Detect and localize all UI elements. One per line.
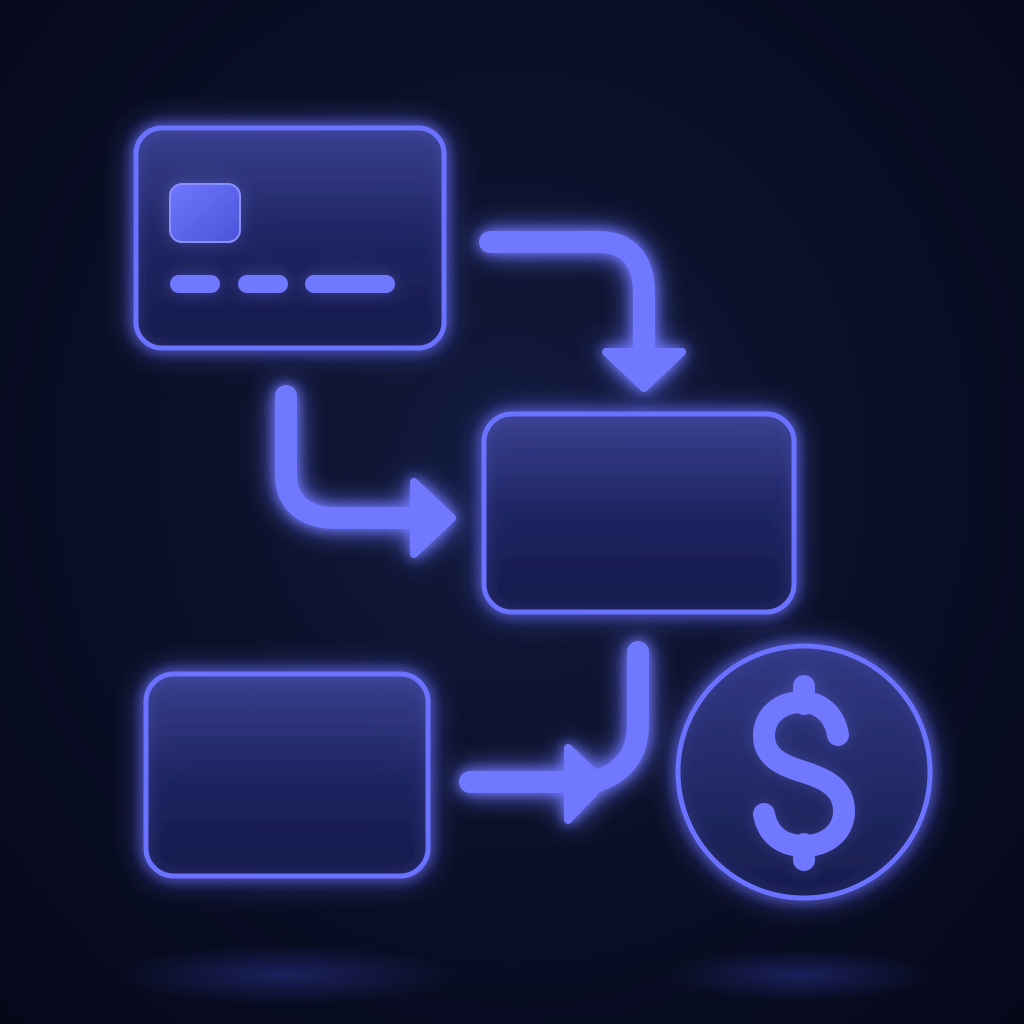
card-chip bbox=[169, 183, 241, 243]
card-number-dash-3 bbox=[305, 275, 395, 293]
card-number-dash-2 bbox=[238, 275, 288, 293]
credit-card-icon bbox=[133, 125, 447, 351]
arrowhead-merge-icon bbox=[564, 744, 608, 824]
floor-glow-left bbox=[115, 945, 455, 1005]
arrow-card-to-process-curved bbox=[479, 231, 686, 392]
card-number-dash-1 bbox=[170, 275, 220, 293]
account-node bbox=[143, 671, 431, 879]
arrowhead-right-icon bbox=[410, 478, 456, 558]
arrow-card-to-process-elbow bbox=[275, 385, 456, 558]
dollar-coin-icon bbox=[675, 643, 933, 901]
process-node bbox=[481, 411, 797, 615]
floor-glow-right bbox=[670, 949, 930, 1001]
arrowhead-down-icon bbox=[602, 348, 686, 392]
arrow-account-to-payment bbox=[459, 641, 649, 824]
